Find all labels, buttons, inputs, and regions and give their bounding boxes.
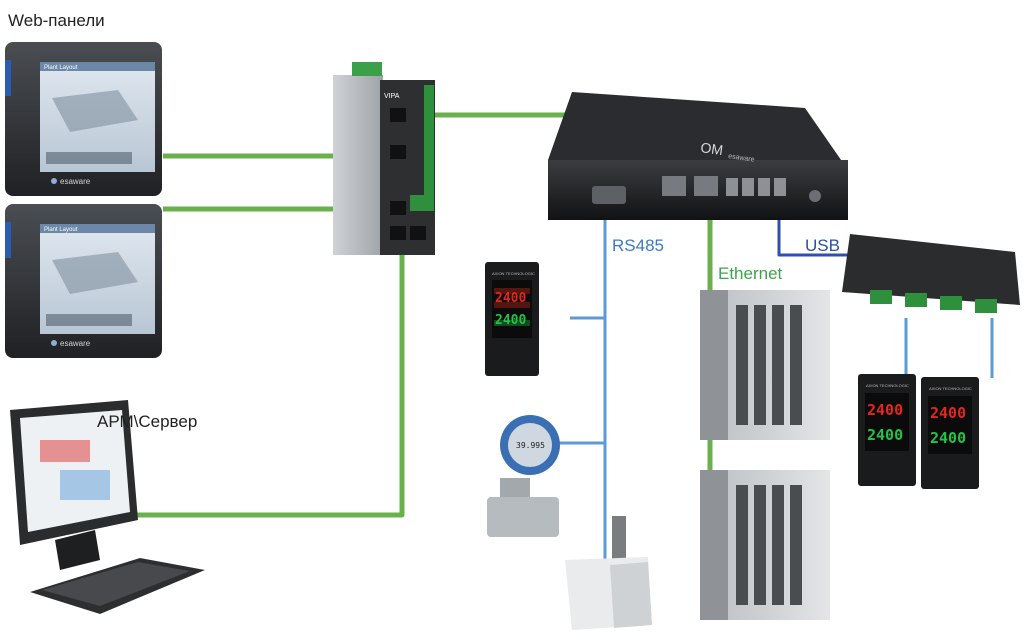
humidity-sensor [565,516,652,630]
io-rack-1 [700,290,830,440]
ipc-logo: OM [700,139,725,158]
workstation-keyboard [30,558,205,614]
industrial-switch [333,62,435,255]
label-workstation: АРМ\Сервер [97,412,198,431]
transmitter-display: 39.995 [516,441,545,450]
io-rack-2 [700,470,830,620]
temperature-controller-a [858,374,916,486]
usb-serial-hub [842,234,1020,313]
label-web-panels: Web-панели [8,11,105,30]
label-rs485: RS485 [612,236,664,255]
panel-2-screen-title: Plant Layout [44,227,78,233]
temperature-controller-b [921,377,979,489]
label-usb: USB [805,236,840,255]
controller-a-display-bottom: 2400 [867,426,903,444]
embedded-pc [548,92,848,220]
ipc-brand: esaware [728,153,755,164]
ethernet-cable-workstation [135,232,405,518]
workstation-monitor [10,400,138,570]
panel-1-brand: esaware [60,177,91,186]
panel-2-brand: esaware [60,339,91,348]
controller-rs485-display-top: 2400 [495,291,526,306]
switch-brand: VIPA [384,93,400,100]
label-ethernet: Ethernet [718,264,783,283]
controller-rs485-brand: AXION TECHNOLOGIC [492,271,535,276]
web-panel-2 [5,204,162,358]
temperature-controller-rs485 [485,262,539,376]
controller-b-display-bottom: 2400 [930,429,966,447]
controller-b-display-top: 2400 [930,404,966,422]
controller-a-brand: AXION TECHNOLOGIC [866,383,909,388]
web-panel-1 [5,42,162,196]
pressure-transmitter [487,415,560,537]
controller-a-display-top: 2400 [867,401,903,419]
controller-rs485-display-bottom: 2400 [495,313,526,328]
controller-b-brand: AXION TECHNOLOGIC [929,386,972,391]
panel-1-screen-title: Plant Layout [44,65,78,71]
